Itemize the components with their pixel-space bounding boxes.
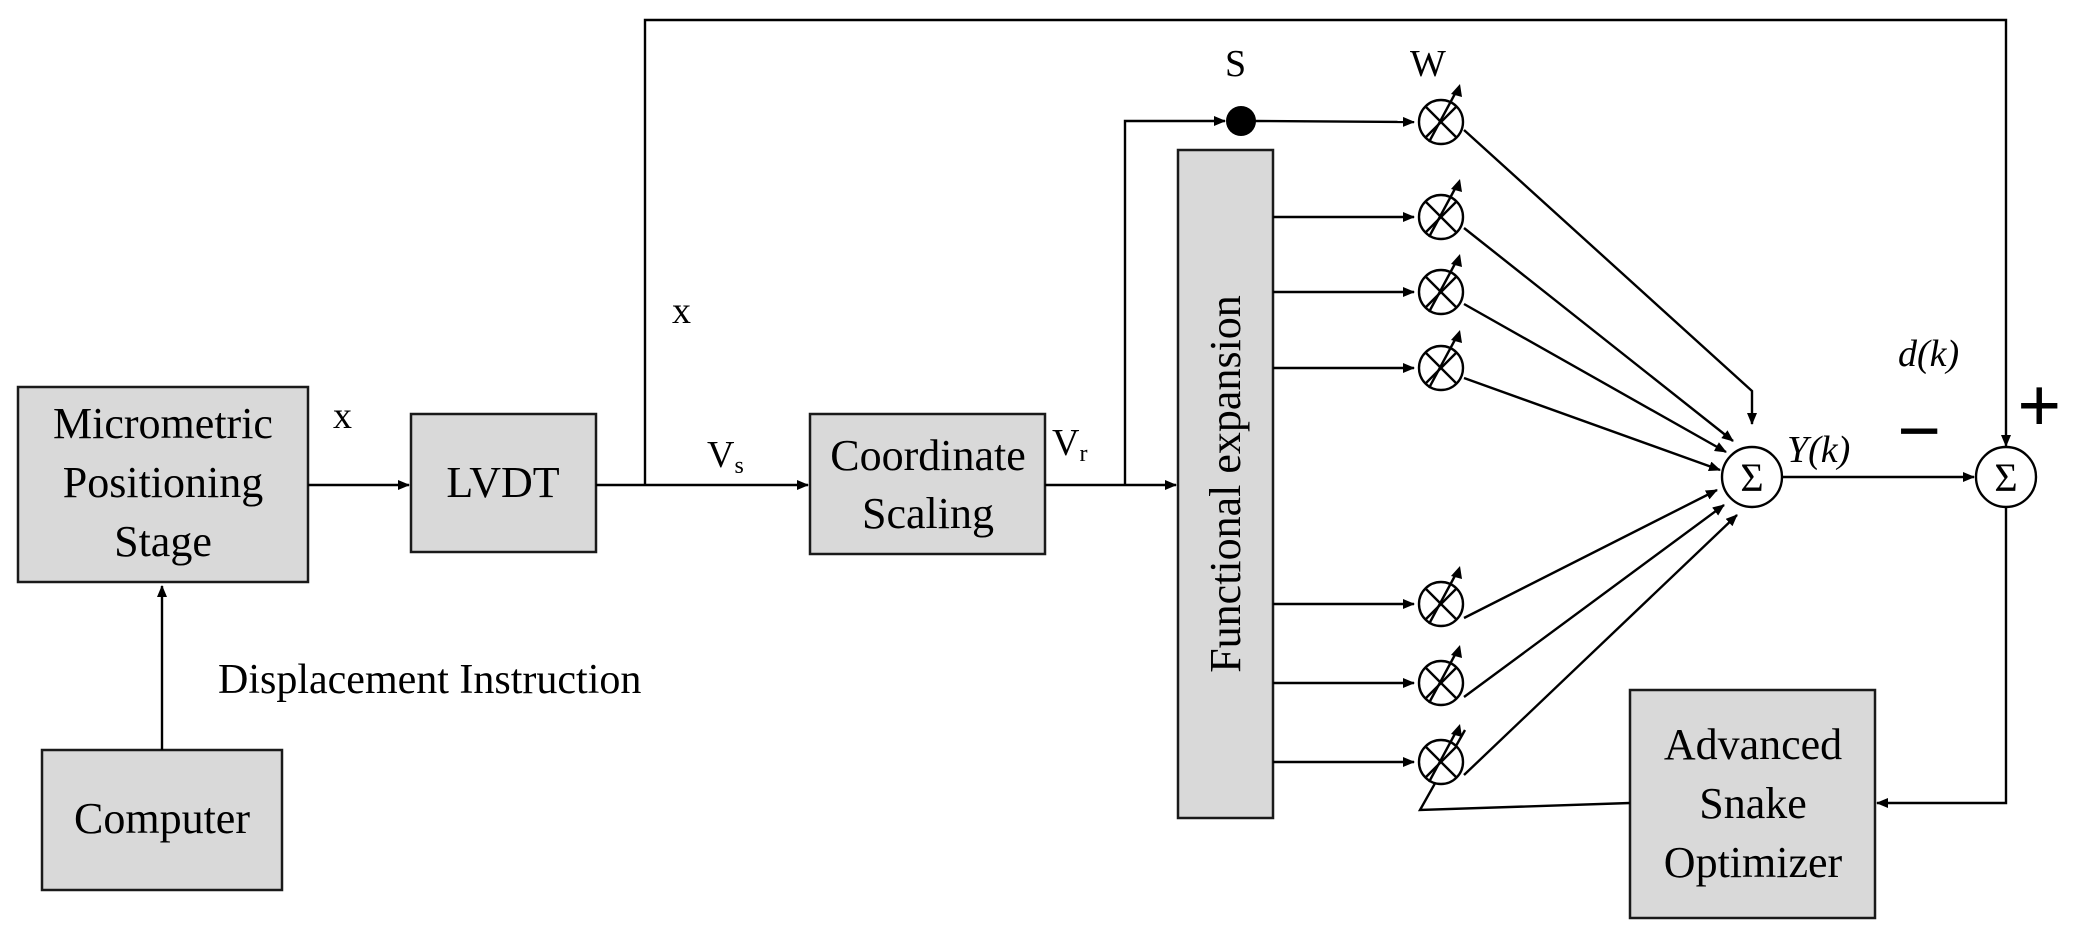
weight-multiplier bbox=[1417, 179, 1465, 241]
weight-multiplier bbox=[1417, 724, 1465, 786]
weight-multiplier bbox=[1417, 645, 1465, 707]
weight-multiplier bbox=[1417, 330, 1465, 392]
yk-label: Y(k) bbox=[1787, 429, 1850, 471]
scaling-label-line1: Coordinate bbox=[830, 431, 1026, 480]
error-summer-sigma: Σ bbox=[1994, 455, 2017, 500]
s-node bbox=[1226, 106, 1256, 136]
weight-multiplier bbox=[1417, 254, 1465, 316]
stage-label-line2: Positioning bbox=[63, 458, 264, 507]
weight-multipliers bbox=[1417, 84, 1465, 786]
s-label: S bbox=[1225, 43, 1246, 85]
stage-label-line3: Stage bbox=[114, 517, 212, 566]
plus-sign: + bbox=[2017, 362, 2061, 449]
displacement-instruction-label: Displacement Instruction bbox=[218, 657, 641, 703]
weight-multiplier bbox=[1417, 566, 1465, 628]
lvdt-block: LVDT bbox=[409, 412, 598, 554]
output-summer: Σ bbox=[1720, 445, 1784, 509]
stage-block: Micrometric Positioning Stage bbox=[16, 385, 310, 584]
optimizer-label-line1: Advanced bbox=[1664, 720, 1842, 769]
optimizer-label-line2: Snake bbox=[1699, 779, 1807, 828]
computer-block: Computer bbox=[40, 748, 284, 892]
minus-sign: − bbox=[1897, 387, 1941, 474]
weight-multiplier bbox=[1417, 84, 1465, 146]
signal-wires bbox=[157, 18, 2011, 812]
functional-expansion-block: Functional expansion bbox=[1176, 148, 1275, 820]
error-summer: Σ bbox=[1974, 445, 2038, 509]
output-summer-sigma: Σ bbox=[1740, 455, 1763, 500]
optimizer-label-line3: Optimizer bbox=[1664, 838, 1843, 887]
lvdt-label: LVDT bbox=[446, 458, 559, 507]
x-stage-label: x bbox=[333, 395, 352, 437]
dk-label: d(k) bbox=[1898, 333, 1959, 375]
vr-label: Vr bbox=[1052, 422, 1087, 467]
x-feedback-label: x bbox=[672, 290, 691, 332]
optimizer-block: Advanced Snake Optimizer bbox=[1628, 688, 1877, 920]
expansion-label: Functional expansion bbox=[1201, 295, 1250, 673]
coordinate-scaling-block: Coordinate Scaling bbox=[808, 412, 1047, 556]
stage-label-line1: Micrometric bbox=[53, 399, 273, 448]
scaling-label-line2: Scaling bbox=[862, 489, 994, 538]
w-label: W bbox=[1410, 43, 1446, 85]
vs-label: Vs bbox=[707, 434, 744, 479]
computer-label: Computer bbox=[74, 794, 250, 843]
